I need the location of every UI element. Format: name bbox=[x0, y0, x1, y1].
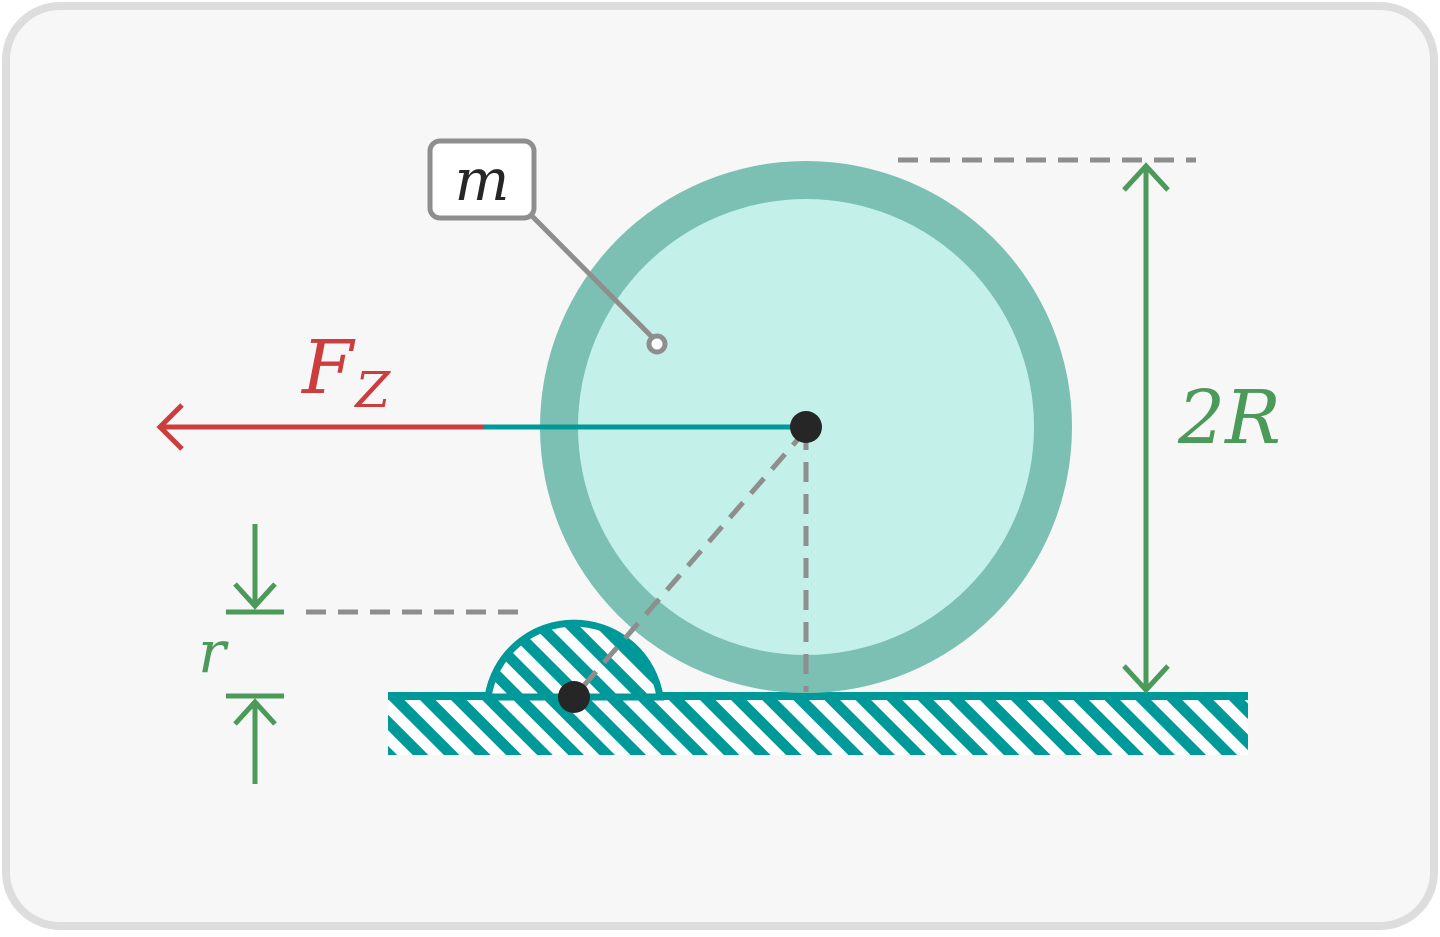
step-height-label: r bbox=[198, 618, 229, 686]
mass-label: m bbox=[455, 146, 510, 214]
center-pivot bbox=[790, 411, 822, 443]
force-label-subscript: Z bbox=[353, 361, 391, 419]
mass-leader-line bbox=[528, 212, 654, 339]
mass-label-box bbox=[427, 138, 537, 221]
diameter-arrowhead-bottom bbox=[1122, 664, 1170, 694]
diameter-arrowhead-top bbox=[1122, 162, 1170, 192]
diameter-label: 2R bbox=[1177, 375, 1281, 461]
radius-guide-line bbox=[572, 428, 808, 699]
step-arrow-down-head bbox=[233, 582, 277, 610]
force-label: FZ bbox=[300, 325, 391, 419]
step-arrow-up-head bbox=[233, 698, 277, 726]
mass-leader-dot bbox=[646, 333, 668, 355]
step-pivot bbox=[558, 681, 590, 713]
step-bump bbox=[483, 619, 665, 701]
force-arrowhead bbox=[156, 403, 184, 451]
ground-hatch bbox=[388, 697, 1248, 755]
